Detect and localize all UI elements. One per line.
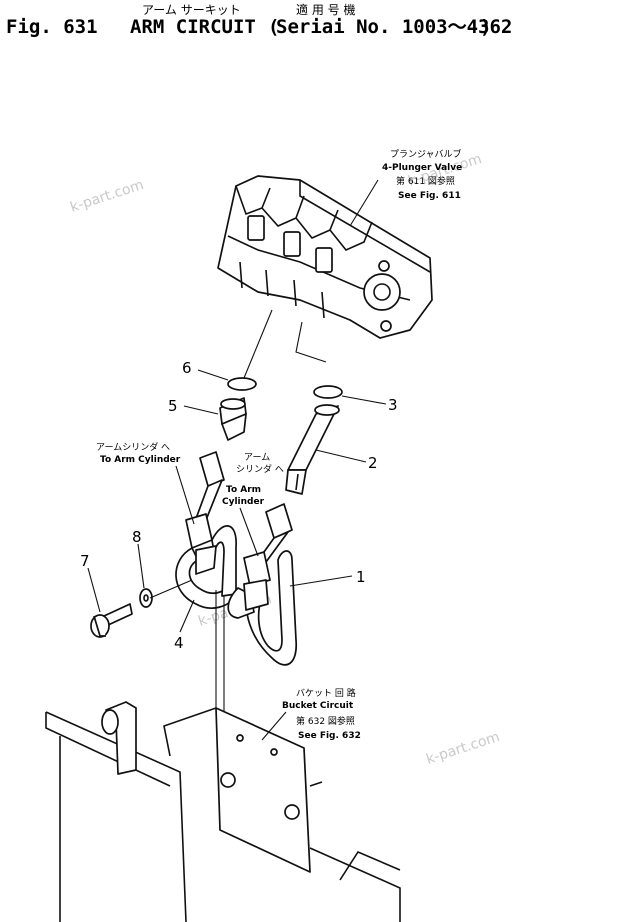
note-valve-name: 4-Plunger Valve [382, 163, 462, 173]
plunger-valve-drawing [217, 175, 433, 339]
note-bucket-circuit: バケット 回 路 Bucket Circuit 第 632 図参照 See Fi… [282, 687, 361, 741]
callout-3: 3 [388, 396, 398, 414]
note-valve-japanese: プランジャバルブ [390, 148, 462, 160]
leader-line [289, 575, 353, 587]
title-bracket-close: ) [480, 16, 491, 38]
machine-frame [45, 701, 401, 922]
note-valve-ref-japanese: 第 611 図参照 [396, 175, 455, 187]
note-bucket-name: Bucket Circuit [282, 701, 354, 711]
joint-part-2 [285, 404, 340, 495]
note-arm-cyl-right-1: To Arm [226, 485, 261, 495]
callout-8: 8 [132, 528, 142, 546]
o-ring-part-3 [313, 385, 343, 399]
serial-range: Seriai No. 1003～4362 [276, 16, 512, 38]
leader-line [349, 179, 379, 227]
watermark: k-part.com [68, 177, 145, 216]
callout-1: 1 [356, 568, 366, 586]
note-arm-cyl-right-japanese-1: アーム [244, 452, 270, 463]
note-arm-cylinder-left: アームシリンダ へ To Arm Cylinder [96, 441, 181, 465]
watermark: k-part.com [424, 729, 501, 768]
figure-title: アーム サーキット 適 用 号 機 Fig. 631 ARM CIRCUIT (… [6, 2, 512, 38]
callout-2: 2 [368, 454, 378, 472]
title-serial-japanese: 適 用 号 機 [296, 2, 355, 17]
note-arm-cyl-right-2: Cylinder [222, 497, 265, 507]
note-arm-cyl-right-japanese-2: シリンダ へ [236, 463, 284, 475]
note-arm-cyl-left: To Arm Cylinder [100, 455, 181, 465]
note-arm-cylinder-right: アーム シリンダ へ To Arm Cylinder [222, 452, 284, 507]
title-name-japanese: アーム サーキット [142, 3, 241, 17]
leader-line [315, 449, 367, 463]
callout-4: 4 [174, 634, 184, 652]
leader-line [137, 543, 145, 589]
note-plunger-valve: プランジャバルブ 4-Plunger Valve 第 611 図参照 See F… [382, 148, 462, 201]
note-bucket-ref-japanese: 第 632 図参照 [296, 715, 355, 727]
bolt-part-7 [90, 603, 133, 638]
connector-part-5 [219, 397, 247, 441]
note-valve-ref: See Fig. 611 [398, 191, 461, 201]
callout-5: 5 [168, 397, 178, 415]
note-bucket-japanese: バケット 回 路 [296, 687, 356, 699]
leader-line [341, 395, 387, 405]
callout-7: 7 [80, 552, 90, 570]
leader-line [87, 567, 101, 613]
mounting-bracket [163, 707, 311, 873]
washer-part-8 [139, 588, 153, 608]
leader-line [179, 599, 195, 633]
hose-fitting-right [243, 503, 293, 587]
figure-name: ARM CIRCUIT [130, 16, 256, 38]
o-ring-part-6 [227, 377, 257, 391]
note-arm-cyl-left-japanese: アームシリンダ へ [96, 441, 170, 453]
tube-part-1 [227, 550, 297, 666]
leader-line [183, 405, 219, 415]
leader-line [197, 369, 229, 381]
note-bucket-ref: See Fig. 632 [298, 731, 361, 741]
figure-number: Fig. 631 [6, 16, 98, 38]
callout-6: 6 [182, 359, 192, 377]
title-bracket-open: ( [268, 16, 279, 38]
